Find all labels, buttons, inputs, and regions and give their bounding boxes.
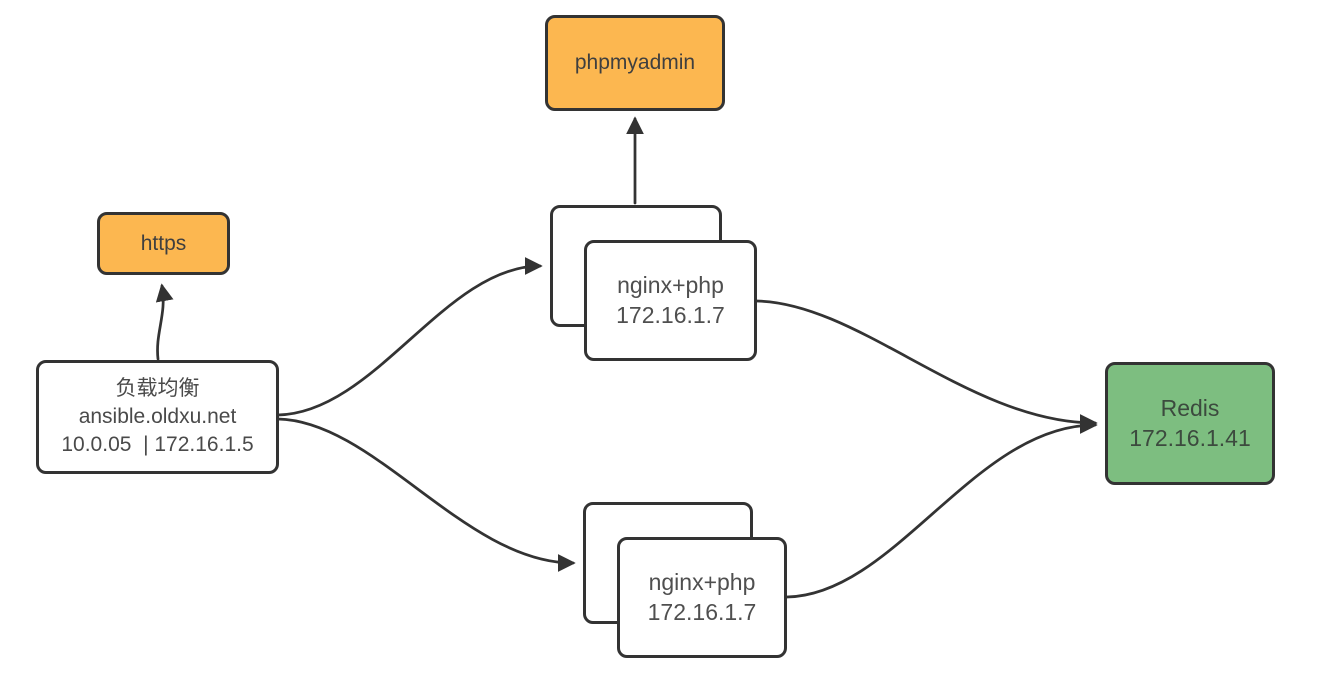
node-web-bottom: nginx+php 172.16.1.7 xyxy=(617,537,787,658)
node-https-label: https xyxy=(140,231,187,255)
web-bottom-label: nginx+php xyxy=(648,569,756,596)
load-balancer-hostname: ansible.oldxu.net xyxy=(78,405,237,429)
node-https: https xyxy=(97,212,230,275)
edge-lb-to-webtop xyxy=(276,257,543,417)
redis-label: Redis xyxy=(1160,395,1220,422)
redis-ip: 172.16.1.41 xyxy=(1129,424,1251,451)
edge-webbottom-to-redis xyxy=(785,416,1098,599)
node-redis: Redis 172.16.1.41 xyxy=(1105,362,1275,485)
node-phpmyadmin-label: phpmyadmin xyxy=(574,51,696,75)
node-web-top: nginx+php 172.16.1.7 xyxy=(584,240,757,361)
node-phpmyadmin: phpmyadmin xyxy=(545,15,725,111)
edge-lb-to-webbottom xyxy=(276,417,576,572)
edge-lb-to-https xyxy=(155,283,174,361)
node-load-balancer: 负载均衡 ansible.oldxu.net 10.0.05 | 172.16.… xyxy=(36,360,279,474)
load-balancer-ip: 10.0.05 | 172.16.1.5 xyxy=(61,432,254,456)
web-top-label: nginx+php xyxy=(617,272,724,299)
load-balancer-title: 负载均衡 xyxy=(115,377,200,401)
web-bottom-ip: 172.16.1.7 xyxy=(647,598,757,625)
edge-webtop-to-redis xyxy=(755,299,1098,432)
web-top-ip: 172.16.1.7 xyxy=(616,301,725,328)
